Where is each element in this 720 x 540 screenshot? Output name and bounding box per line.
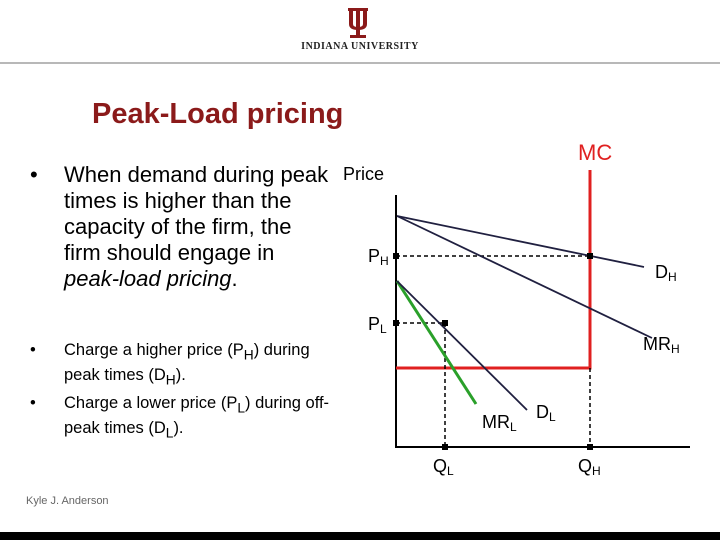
ph-marker <box>393 253 399 259</box>
subscript: L <box>237 399 245 415</box>
main-bullet-list: • When demand during peak times is highe… <box>30 162 330 292</box>
iu-trident-logo-icon <box>348 8 368 38</box>
main-bullet-end: . <box>231 266 238 291</box>
mrh-sub: H <box>671 342 680 356</box>
sub-bullet-text: ). <box>173 418 184 437</box>
main-bullet-text: When demand during peak times is higher … <box>64 162 329 265</box>
qh-marker <box>587 444 593 450</box>
author-credit: Kyle J. Anderson <box>26 495 109 507</box>
sub-bullet: • Charge a lower price (PL) during off-p… <box>30 393 330 444</box>
slide-title: Peak-Load pricing <box>92 98 344 130</box>
mc-label: MC <box>578 140 612 165</box>
mrl-sub: L <box>510 420 517 434</box>
sub-bullet-text: Charge a higher price (P <box>64 341 244 359</box>
main-bullet-emphasis: peak-load pricing <box>64 266 232 291</box>
pl-marker <box>393 320 399 326</box>
ph-sub: H <box>380 254 389 268</box>
subscript: H <box>165 372 176 388</box>
mrl-curve <box>395 280 478 405</box>
sub-bullet-text: ) during off-peak times (D <box>64 393 330 437</box>
dh-curve <box>396 215 645 268</box>
mrl-label: MRL <box>482 412 517 434</box>
ql-label: QL <box>433 456 454 478</box>
mrl-main: MR <box>482 412 510 432</box>
mrh-main: MR <box>643 334 671 354</box>
sub-bullet-text: ). <box>175 366 186 385</box>
dh-main: D <box>655 262 668 282</box>
offpeak-point-marker <box>442 320 448 326</box>
mrh-label: MRH <box>643 334 680 356</box>
bullet-marker: • <box>30 393 36 412</box>
ph-main: P <box>368 246 380 266</box>
dl-main: D <box>536 402 549 422</box>
sub-bullet-text: ) during peak times (D <box>64 341 310 385</box>
main-bullet: • When demand during peak times is highe… <box>30 162 330 292</box>
dl-sub: L <box>549 410 556 424</box>
university-name: INDIANA UNIVERSITY <box>301 41 419 52</box>
peak-point-marker <box>587 253 593 259</box>
bottom-bar <box>0 532 720 540</box>
qh-label: QH <box>578 456 601 478</box>
subscript: H <box>243 347 254 363</box>
qh-sub: H <box>592 464 601 478</box>
pl-main: P <box>368 314 380 334</box>
sub-bullet-text: Charge a lower price (P <box>64 393 238 412</box>
subscript: L <box>165 425 174 441</box>
price-axis-title: Price <box>343 164 384 184</box>
dh-label: DH <box>655 262 677 284</box>
pl-label: PL <box>368 314 387 336</box>
bullet-marker: • <box>30 341 36 359</box>
bullet-marker: • <box>30 162 38 187</box>
ql-sub: L <box>447 464 454 478</box>
mc-curve <box>396 170 592 370</box>
ph-label: PH <box>368 246 389 268</box>
sub-bullet: • Charge a higher price (PH) during peak… <box>30 340 330 391</box>
dl-curve <box>396 280 528 411</box>
dl-label: DL <box>536 402 556 424</box>
pl-sub: L <box>380 322 387 336</box>
sub-bullet-list: • Charge a higher price (PH) during peak… <box>30 340 330 445</box>
header-divider <box>0 62 720 64</box>
ql-marker <box>442 444 448 450</box>
header: INDIANA UNIVERSITY <box>0 0 720 62</box>
ql-main: Q <box>433 456 447 476</box>
qh-main: Q <box>578 456 592 476</box>
mrh-curve <box>396 215 653 339</box>
dh-sub: H <box>668 270 677 284</box>
